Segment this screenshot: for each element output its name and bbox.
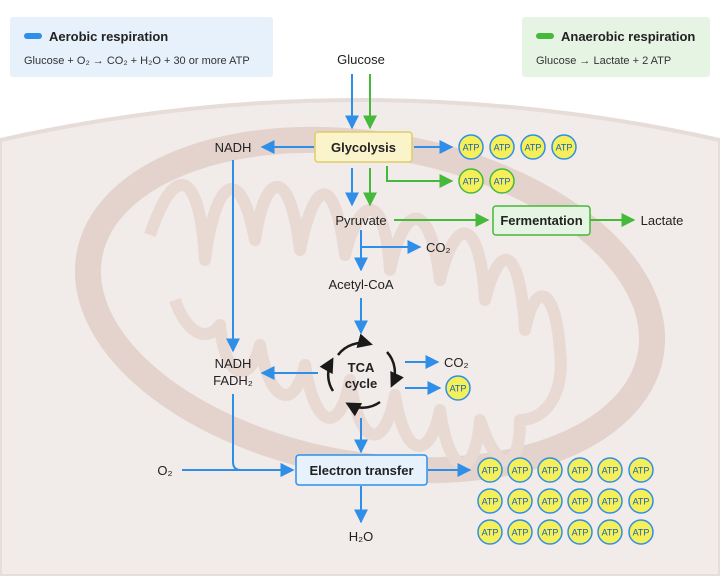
aerobic-swatch [24, 33, 42, 39]
atp-badge: ATP [551, 134, 577, 160]
atp-badge: ATP [489, 134, 515, 160]
atp-label: ATP [463, 177, 480, 187]
fermentation-box: Fermentation [492, 205, 591, 236]
tca-cycle-arrow [345, 400, 381, 417]
electron-transfer-label: Electron transfer [309, 463, 413, 478]
atp-label: ATP [512, 528, 529, 538]
tca-cycle-label: cycle [345, 376, 378, 391]
atp-badge: ATP [567, 457, 593, 483]
anaerobic-title: Anaerobic respiration [561, 29, 695, 44]
atp-label: ATP [572, 528, 589, 538]
atp-badge: ATP [597, 488, 623, 514]
atp-label: ATP [512, 466, 529, 476]
atp-label: ATP [602, 497, 619, 507]
atp-badge: ATP [507, 488, 533, 514]
node-labels: Glucose NADH Pyruvate Lactate CO₂ Acetyl… [157, 52, 683, 544]
h2o-label: H₂O [349, 529, 374, 544]
atp-label: ATP [572, 497, 589, 507]
acetyl-coa-label: Acetyl-CoA [328, 277, 393, 292]
atp-badge: ATP [458, 168, 484, 194]
atp-badge: ATP [537, 488, 563, 514]
flow-arrows [182, 74, 636, 524]
atp-badge: ATP [458, 134, 484, 160]
atp-label: ATP [512, 497, 529, 507]
tca-cycle-arrow [336, 333, 373, 356]
atp-badge: ATP [489, 168, 515, 194]
atp-badge: ATP [537, 519, 563, 545]
tca-label: TCA [348, 360, 375, 375]
atp-badge: ATP [597, 519, 623, 545]
atp-label: ATP [542, 497, 559, 507]
nadh-label: NADH [215, 356, 252, 371]
atp-label: ATP [450, 384, 467, 394]
anaerobic-equation: Glucose → Lactate + 2 ATP [536, 55, 671, 67]
o2-label: O₂ [157, 463, 172, 478]
atp-label: ATP [633, 497, 650, 507]
tca-cycle-arrow [319, 357, 335, 392]
atp-label: ATP [482, 466, 499, 476]
aerobic-title: Aerobic respiration [49, 29, 168, 44]
atp-badge: ATP [445, 375, 471, 401]
legend-aerobic: Aerobic respiration Glucose + O₂ → CO₂ +… [10, 17, 273, 77]
nadh-label: NADH [215, 140, 252, 155]
electron-transfer-box: Electron transfer [295, 454, 428, 486]
atp-label: ATP [542, 466, 559, 476]
atp-label: ATP [633, 528, 650, 538]
atp-label: ATP [542, 528, 559, 538]
atp-label: ATP [482, 497, 499, 507]
atp-badge: ATP [477, 519, 503, 545]
atp-badge: ATP [628, 457, 654, 483]
atp-badges: ATP ATP ATP ATP ATP ATP ATP ATP ATP ATP ATP ATP ATP A… [445, 134, 654, 545]
fadh2-label: FADH₂ [213, 373, 253, 388]
aerobic-equation: Glucose + O₂ → CO₂ + H₂O + 30 or more AT… [24, 55, 250, 67]
atp-label: ATP [525, 143, 542, 153]
glycolysis-box: Glycolysis [314, 131, 413, 163]
atp-badge: ATP [628, 488, 654, 514]
lactate-label: Lactate [641, 213, 684, 228]
tca-cycle-arrow [386, 351, 404, 388]
tca-cycle: TCA cycle [319, 333, 404, 417]
atp-label: ATP [494, 143, 511, 153]
glucose-label: Glucose [337, 52, 385, 67]
legend-anaerobic: Anaerobic respiration Glucose → Lactate … [522, 17, 710, 77]
atp-label: ATP [633, 466, 650, 476]
glycolysis-label: Glycolysis [331, 140, 396, 155]
atp-label: ATP [602, 528, 619, 538]
atp-badge: ATP [537, 457, 563, 483]
atp-label: ATP [556, 143, 573, 153]
co2-label: CO₂ [426, 240, 451, 255]
co2-label: CO₂ [444, 355, 469, 370]
atp-badge: ATP [477, 488, 503, 514]
atp-badge: ATP [477, 457, 503, 483]
atp-label: ATP [494, 177, 511, 187]
atp-label: ATP [482, 528, 499, 538]
atp-badge: ATP [567, 519, 593, 545]
atp-badge: ATP [520, 134, 546, 160]
atp-label: ATP [463, 143, 480, 153]
atp-label: ATP [602, 466, 619, 476]
atp-badge: ATP [507, 519, 533, 545]
atp-badge: ATP [567, 488, 593, 514]
fermentation-label: Fermentation [500, 213, 582, 228]
pyruvate-label: Pyruvate [335, 213, 386, 228]
atp-badge: ATP [507, 457, 533, 483]
atp-badge: ATP [628, 519, 654, 545]
atp-label: ATP [572, 466, 589, 476]
atp-badge: ATP [597, 457, 623, 483]
anaerobic-swatch [536, 33, 554, 39]
